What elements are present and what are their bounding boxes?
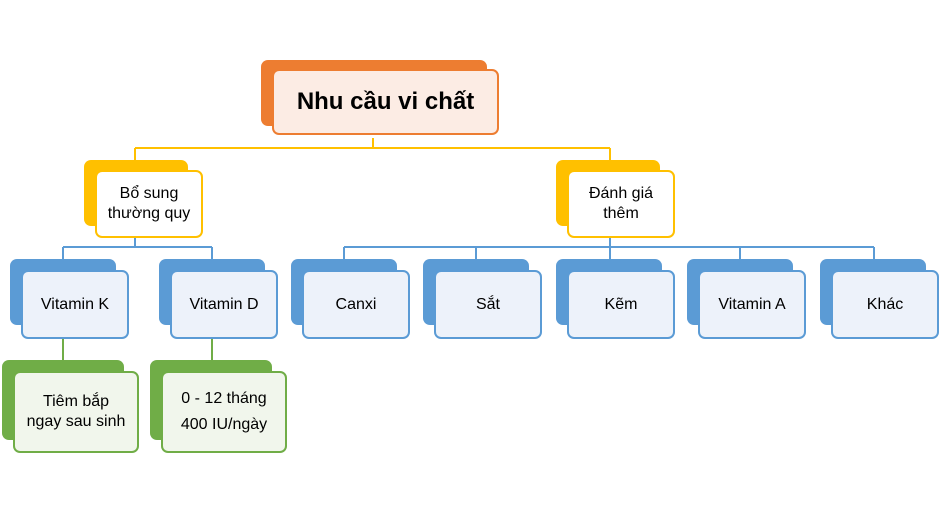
assessment-label-line1: Đánh giá bbox=[588, 185, 654, 202]
vitamin-a-node: Vitamin A bbox=[687, 259, 807, 341]
vitamin-k-node: Vitamin K bbox=[10, 259, 130, 341]
assessment-node: Đánh giá thêm bbox=[556, 160, 676, 240]
vitamin-k-detail-box: Tiêm bắp ngay sau sinh bbox=[13, 371, 139, 453]
kem-node: Kẽm bbox=[556, 259, 676, 341]
root-node: Nhu cầu vi chất bbox=[261, 60, 501, 138]
vitamin-d-detail-node: 0 - 12 tháng 400 IU/ngày bbox=[150, 360, 288, 454]
vitamin-k-node-box: Vitamin K bbox=[21, 270, 129, 339]
vitamin-k-detail-line1: Tiêm bắp bbox=[42, 393, 110, 410]
routine-node: Bổ sung thường quy bbox=[84, 160, 204, 240]
vitamin-k-detail-node: Tiêm bắp ngay sau sinh bbox=[2, 360, 140, 454]
vitamin-a-node-box: Vitamin A bbox=[698, 270, 806, 339]
khac-node-box: Khác bbox=[831, 270, 939, 339]
sat-node: Sắt bbox=[423, 259, 543, 341]
vitamin-a-label: Vitamin A bbox=[718, 295, 786, 313]
vitamin-k-label: Vitamin K bbox=[40, 295, 110, 313]
vitamin-d-detail-line1: 0 - 12 tháng bbox=[181, 390, 267, 408]
vitamin-d-node-box: Vitamin D bbox=[170, 270, 278, 339]
sat-node-box: Sắt bbox=[434, 270, 542, 339]
canxi-node: Canxi bbox=[291, 259, 411, 341]
vitamin-k-detail-line2: ngay sau sinh bbox=[26, 413, 126, 430]
kem-label: Kẽm bbox=[604, 295, 638, 313]
routine-label-line2: thường quy bbox=[107, 205, 191, 222]
canxi-label: Canxi bbox=[335, 295, 377, 313]
sat-label: Sắt bbox=[475, 295, 500, 313]
vitamin-d-node: Vitamin D bbox=[159, 259, 279, 341]
canxi-node-box: Canxi bbox=[302, 270, 410, 339]
root-node-label: Nhu cầu vi chất bbox=[296, 88, 475, 115]
kem-node-box: Kẽm bbox=[567, 270, 675, 339]
routine-label-line1: Bổ sung bbox=[119, 185, 179, 202]
assessment-label-line2: thêm bbox=[603, 205, 639, 222]
root-node-box: Nhu cầu vi chất bbox=[272, 69, 499, 135]
vitamin-d-label: Vitamin D bbox=[189, 295, 259, 313]
khac-label: Khác bbox=[866, 295, 904, 313]
vitamin-d-detail-box: 0 - 12 tháng 400 IU/ngày bbox=[161, 371, 287, 453]
vitamin-d-detail-line2: 400 IU/ngày bbox=[180, 416, 268, 433]
assessment-node-box: Đánh giá thêm bbox=[567, 170, 675, 238]
routine-node-box: Bổ sung thường quy bbox=[95, 170, 203, 238]
khac-node: Khác bbox=[820, 259, 940, 341]
